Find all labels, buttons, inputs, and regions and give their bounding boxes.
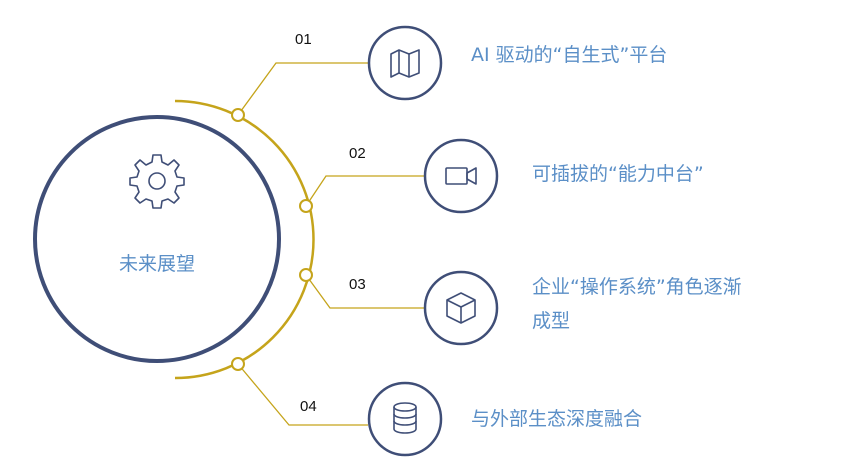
connector-01 — [237, 62, 368, 116]
video-camera-icon — [445, 167, 477, 185]
node-04 — [231, 357, 245, 371]
item-number-03: 03 — [349, 276, 366, 293]
center-label: 未来展望 — [118, 253, 195, 275]
item-number-02: 02 — [349, 145, 366, 162]
cube-icon — [446, 292, 476, 324]
item-text-03-line-2: 成型 — [532, 310, 571, 332]
connector-02 — [305, 175, 424, 207]
icon-circle-04 — [367, 381, 443, 457]
map-icon — [390, 49, 420, 78]
connector-04 — [237, 363, 368, 426]
item-number-01: 01 — [295, 31, 312, 48]
node-03 — [299, 268, 313, 282]
item-text-04-line-1: 与外部生态深度融合 — [471, 408, 643, 430]
item-text-03: 企业“操作系统”角色逐渐 成型 — [532, 270, 742, 338]
main-circle — [33, 115, 281, 363]
item-text-01-line-1: AI 驱动的“自生式”平台 — [471, 44, 668, 66]
icon-circle-02 — [423, 138, 499, 214]
item-number-04: 04 — [300, 398, 317, 415]
item-text-01: AI 驱动的“自生式”平台 — [471, 38, 667, 72]
node-01 — [231, 108, 245, 122]
node-02 — [299, 199, 313, 213]
icon-circle-01 — [367, 25, 443, 101]
item-text-03-line-1: 企业“操作系统”角色逐渐 — [532, 276, 742, 298]
database-icon — [393, 402, 417, 434]
item-text-04: 与外部生态深度融合 — [471, 402, 642, 436]
item-text-02: 可插拔的“能力中台” — [532, 157, 704, 191]
connector-03 — [305, 274, 424, 309]
gear-icon — [129, 154, 185, 209]
item-text-02-line-1: 可插拔的“能力中台” — [532, 163, 704, 185]
